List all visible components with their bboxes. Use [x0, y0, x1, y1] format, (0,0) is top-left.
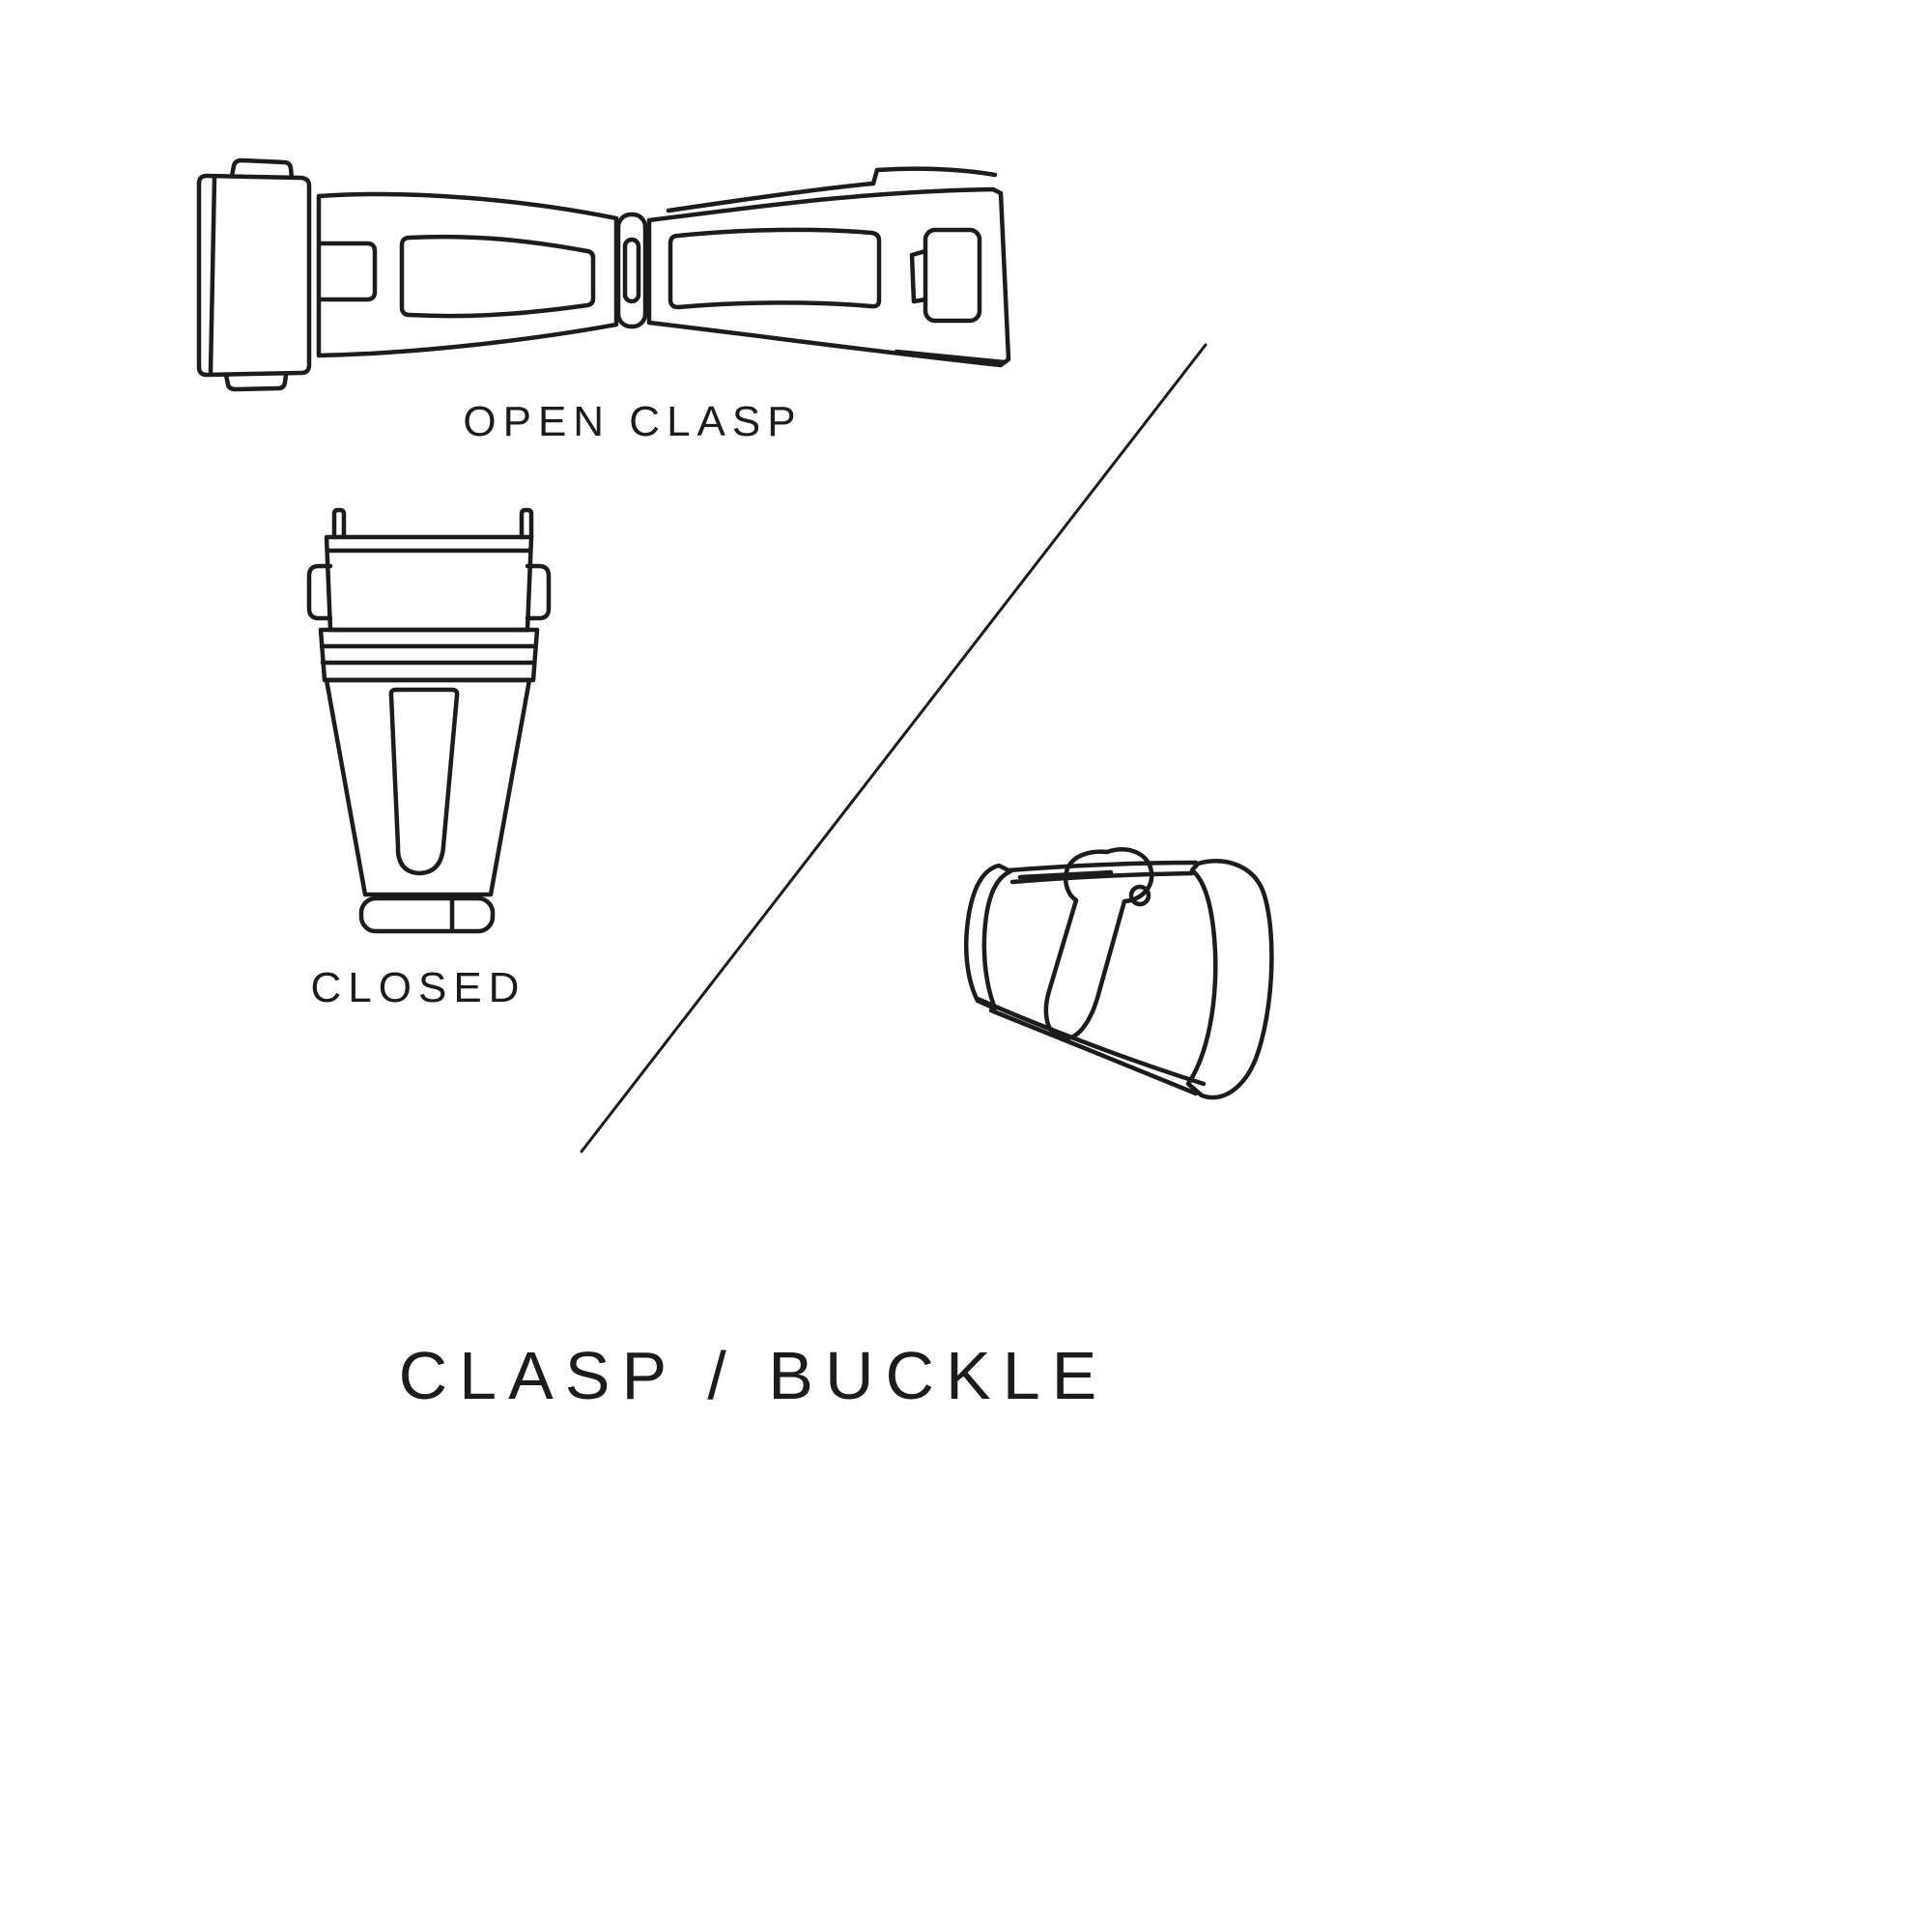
diagonal-divider-line — [580, 343, 1208, 1153]
buckle-illustration — [963, 846, 1274, 1100]
open-clasp-illustration — [196, 157, 1011, 392]
open-clasp-label: OPEN CLASP — [463, 398, 803, 445]
page-title: CLASP / BUCKLE — [398, 1338, 1109, 1413]
closed-clasp-label: CLOSED — [310, 964, 526, 1011]
closed-clasp-illustration — [306, 507, 552, 934]
